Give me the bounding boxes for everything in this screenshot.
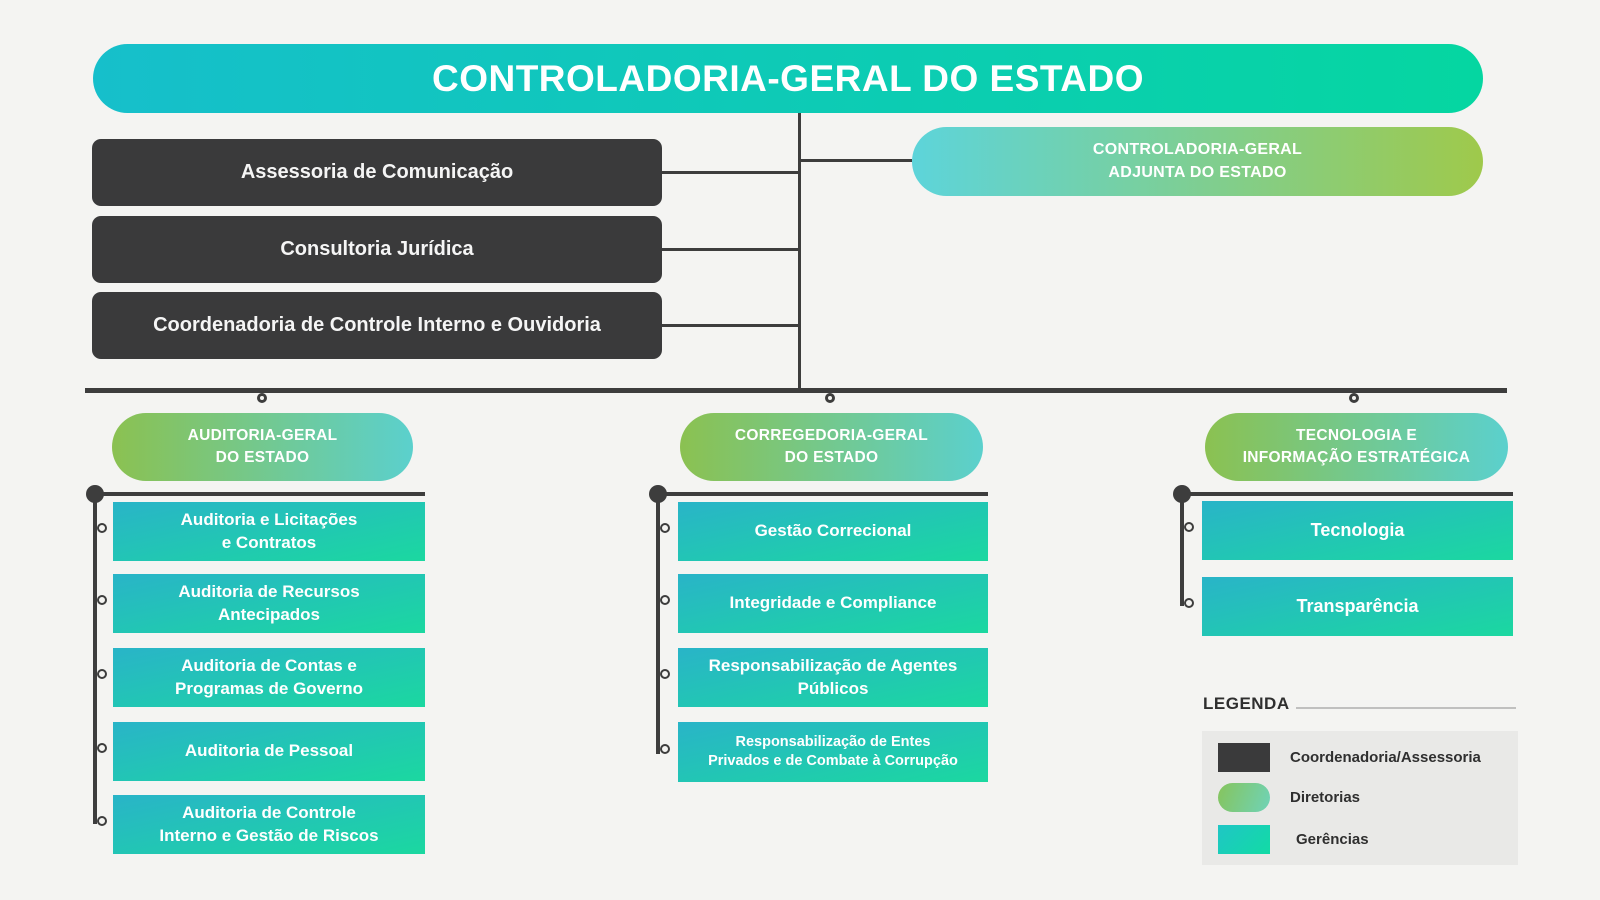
node-auditoria-contas-programas: Auditoria de Contas e Programas de Gover…: [113, 648, 425, 707]
connector-ring: [660, 595, 670, 605]
node-label: CONTROLADORIA-GERAL ADJUNTA DO ESTADO: [1092, 141, 1303, 181]
connector-stub: [662, 171, 799, 174]
connector-ring: [1184, 598, 1194, 608]
legend-label: Gerências: [1296, 831, 1369, 848]
legend-row-gerencias: Gerências: [1218, 825, 1369, 854]
node-label: Assessoria de Comunicação: [240, 161, 514, 183]
connector-branch-spine: [1180, 492, 1184, 606]
node-label: Transparência: [1296, 595, 1419, 616]
node-label: Auditoria e Licitações e Contratos: [180, 510, 358, 552]
root-node-controladoria-geral: CONTROLADORIA-GERAL DO ESTADO: [93, 44, 1483, 113]
node-auditoria-licitacoes-contratos: Auditoria e Licitações e Contratos: [113, 502, 425, 561]
node-consultoria-juridica: Consultoria Jurídica: [92, 216, 662, 283]
legend-swatch-diretorias: [1218, 783, 1270, 812]
node-label: Responsabilização de Agentes Públicos: [708, 656, 958, 698]
node-integridade-compliance: Integridade e Compliance: [678, 574, 988, 633]
connector-branch-top: [1182, 492, 1513, 496]
legend-swatch-coordenadoria: [1218, 743, 1270, 772]
node-responsabilizacao-entes-privados: Responsabilização de Entes Privados e de…: [678, 722, 988, 782]
node-controladoria-geral-adjunta: CONTROLADORIA-GERAL ADJUNTA DO ESTADO: [912, 127, 1483, 196]
connector-ring: [1184, 522, 1194, 532]
node-label: Auditoria de Pessoal: [184, 741, 354, 761]
node-label: Auditoria de Contas e Programas de Gover…: [174, 656, 363, 698]
legend-label: Diretorias: [1290, 789, 1361, 806]
node-responsabilizacao-agentes-publicos: Responsabilização de Agentes Públicos: [678, 648, 988, 707]
branch-node-auditoria-geral: AUDITORIA-GERAL DO ESTADO: [112, 413, 413, 481]
connector-ring: [97, 595, 107, 605]
connector-ring: [97, 816, 107, 826]
connector-stub-adjunct: [799, 159, 912, 162]
node-gestao-correcional: Gestão Correcional: [678, 502, 988, 561]
node-assessoria-de-comunicacao: Assessoria de Comunicação: [92, 139, 662, 206]
legend-panel: Coordenadoria/Assessoria Diretorias Gerê…: [1202, 731, 1518, 865]
connector-ring: [1349, 393, 1359, 403]
legend-row-diretorias: Diretorias: [1218, 783, 1360, 812]
connector-ring: [660, 669, 670, 679]
legend-swatch-gerencias: [1218, 825, 1270, 854]
node-label: Gestão Correcional: [754, 521, 912, 541]
connector-branch-spine: [93, 492, 97, 824]
node-tecnologia: Tecnologia: [1202, 501, 1513, 560]
node-auditoria-controle-interno-riscos: Auditoria de Controle Interno e Gestão d…: [113, 795, 425, 854]
connector-branch-spine: [656, 492, 660, 754]
connector-ring: [660, 523, 670, 533]
node-label: Auditoria de Recursos Antecipados: [178, 582, 360, 624]
legend-title: LEGENDA: [1203, 694, 1290, 713]
connector-branch-top: [95, 492, 425, 496]
node-label: Tecnologia: [1310, 519, 1405, 540]
node-label: Responsabilização de Entes Privados e de…: [708, 734, 958, 769]
branch-label: AUDITORIA-GERAL DO ESTADO: [187, 426, 338, 466]
root-node-label: CONTROLADORIA-GERAL DO ESTADO: [431, 57, 1144, 99]
branch-node-tecnologia-informacao: TECNOLOGIA E INFORMAÇÃO ESTRATÉGICA: [1205, 413, 1508, 481]
connector-trunk-vertical: [798, 113, 801, 390]
branch-node-corregedoria-geral: CORREGEDORIA-GERAL DO ESTADO: [680, 413, 983, 481]
connector-ring: [97, 523, 107, 533]
connector-ring: [660, 744, 670, 754]
node-transparencia: Transparência: [1202, 577, 1513, 636]
connector-stub: [662, 248, 799, 251]
branch-label: TECNOLOGIA E INFORMAÇÃO ESTRATÉGICA: [1242, 426, 1471, 466]
node-auditoria-pessoal: Auditoria de Pessoal: [113, 722, 425, 781]
node-label: Consultoria Jurídica: [280, 238, 474, 260]
node-coordenadoria-controle-interno-ouvidoria: Coordenadoria de Controle Interno e Ouvi…: [92, 292, 662, 359]
node-auditoria-recursos-antecipados: Auditoria de Recursos Antecipados: [113, 574, 425, 633]
legend-title-rule: [1296, 707, 1516, 709]
connector-ring: [825, 393, 835, 403]
connector-stub: [662, 324, 799, 327]
connector-branch-top: [658, 492, 988, 496]
legend-label: Coordenadoria/Assessoria: [1290, 749, 1481, 766]
connector-ring: [97, 669, 107, 679]
legend-row-coordenadoria: Coordenadoria/Assessoria: [1218, 743, 1481, 772]
branch-label: CORREGEDORIA-GERAL DO ESTADO: [734, 426, 929, 466]
connector-main-horizontal: [85, 388, 1507, 393]
connector-ring: [97, 743, 107, 753]
connector-ring: [257, 393, 267, 403]
node-label: Coordenadoria de Controle Interno e Ouvi…: [153, 314, 601, 336]
node-label: Auditoria de Controle Interno e Gestão d…: [159, 803, 379, 845]
node-label: Integridade e Compliance: [729, 593, 937, 613]
